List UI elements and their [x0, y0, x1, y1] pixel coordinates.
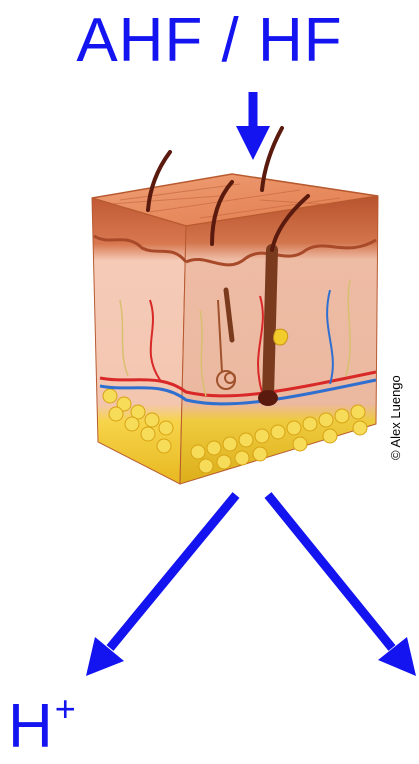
product-left-charge: +: [55, 688, 76, 729]
copyright-credit: © Alex Luengo: [388, 375, 403, 460]
diagonal-arrow-left-icon: [86, 495, 236, 676]
down-arrow-icon: [236, 92, 270, 160]
product-label-left: H+: [8, 672, 76, 764]
diagonal-arrow-right-icon: [268, 495, 416, 676]
skin-cross-section-illustration: [92, 128, 378, 484]
product-left-base: H: [8, 692, 53, 761]
